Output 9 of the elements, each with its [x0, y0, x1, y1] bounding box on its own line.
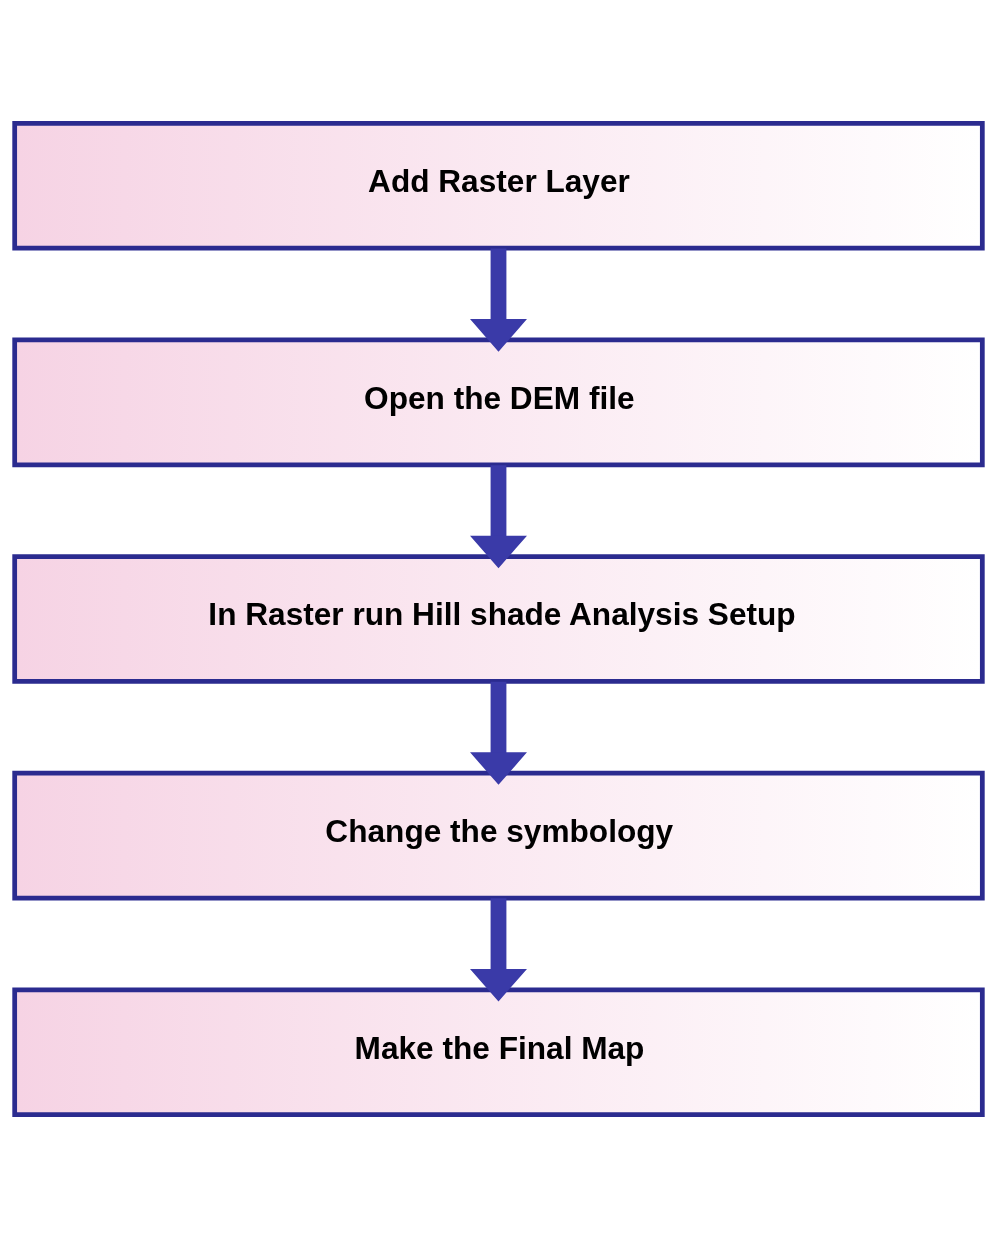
- node-box: Add Raster Layer: [12, 120, 985, 251]
- node-box: Open the DEM file: [12, 337, 985, 467]
- arrow: [470, 464, 527, 568]
- arrow: [470, 897, 527, 1001]
- arrow: [470, 681, 527, 785]
- arrow: [470, 248, 527, 352]
- node-box: Make the Final Map: [12, 986, 985, 1117]
- node-box: In Raster run Hill shade Analysis Setup: [12, 553, 985, 684]
- node-box: Change the symbology: [12, 770, 985, 900]
